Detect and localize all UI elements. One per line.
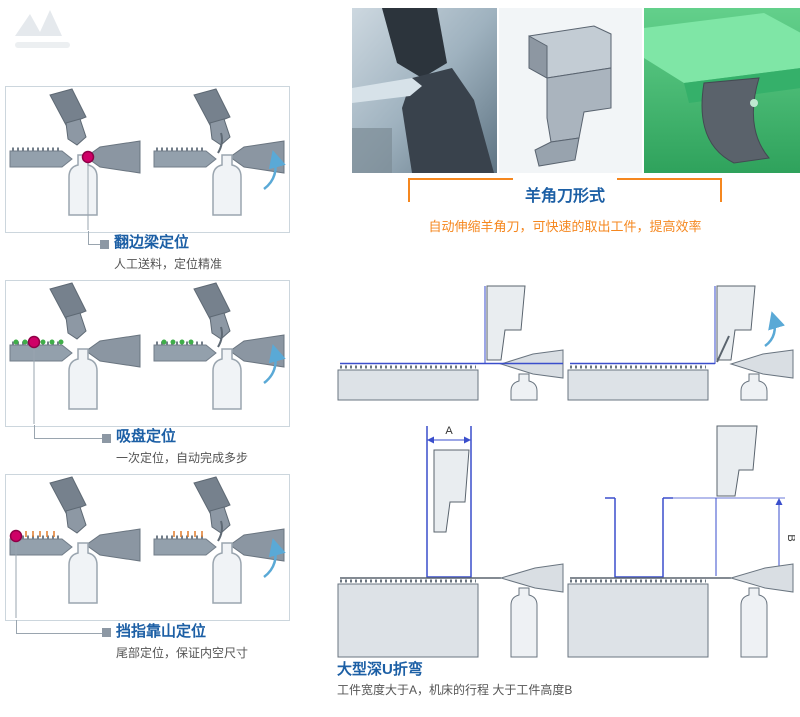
tool-cad-render <box>499 8 642 173</box>
punch-tool-photo-shape <box>382 8 447 78</box>
tool-form-description: 自动伸缩羊角刀，可快速的取出工件，提高效率 <box>428 219 702 234</box>
dimension-label-b: B <box>785 534 795 541</box>
section-title-2: 吸盘定位 <box>116 428 177 445</box>
die-shape <box>740 587 768 658</box>
die-shape <box>510 587 538 658</box>
gooseneck-punch <box>433 449 470 533</box>
section-desc-2: 一次定位，自动完成多步 <box>116 451 249 465</box>
finger-stop-diagram <box>8 475 286 618</box>
bend-direction-arrow <box>263 538 286 578</box>
tool-form-bracket: 羊角刀形式 <box>408 178 723 206</box>
bend-direction-arrow <box>263 344 286 384</box>
stop-finger-ticks <box>25 531 203 537</box>
part-3d-render <box>644 8 800 173</box>
logo-watermark <box>15 10 70 48</box>
position-marker-dot <box>27 335 41 349</box>
bracket-left-line <box>408 178 513 202</box>
section-title-3: 挡指靠山定位 <box>116 623 207 640</box>
connector-line-1 <box>88 231 103 245</box>
positioning-panel-2 <box>5 280 290 427</box>
section-title-1: 翻边梁定位 <box>114 234 190 251</box>
section-desc-1: 人工送料，定位精准 <box>114 257 223 271</box>
gooseneck-tool-shape <box>528 25 612 167</box>
bend-step-diagram-flat <box>337 285 564 401</box>
suction-cup-dots <box>13 339 194 345</box>
product-gallery <box>352 8 800 173</box>
die-shape <box>740 373 768 401</box>
bend-direction-arrow <box>263 150 286 190</box>
position-marker-dot <box>9 529 23 543</box>
gooseneck-punch <box>486 285 526 361</box>
die-shape <box>510 373 538 401</box>
positioning-panel-3 <box>5 474 290 621</box>
bend-step-diagram-bent <box>567 285 794 401</box>
deep-u-diagram-height: B <box>567 425 795 658</box>
flange-beam-diagram <box>8 87 286 230</box>
deep-u-desc: 工件宽度大于A，机床的行程 大于工件高度B <box>337 683 573 697</box>
bullet-square-3 <box>102 628 111 637</box>
position-marker-dot <box>81 150 95 164</box>
connector-line-3 <box>16 620 103 634</box>
bullet-square-2 <box>102 434 111 443</box>
bracket-right-line <box>617 178 723 202</box>
bullet-square-1 <box>100 240 109 249</box>
tool-form-title: 羊角刀形式 <box>525 188 606 205</box>
gooseneck-punch <box>716 425 758 497</box>
connector-line-2 <box>34 425 103 439</box>
dimension-label-a: A <box>445 425 453 437</box>
positioning-panel-1 <box>5 86 290 233</box>
suction-cup-diagram <box>8 281 286 424</box>
deep-u-diagram-width: A <box>337 425 564 658</box>
bent-sheet-tail <box>716 335 730 363</box>
section-desc-3: 尾部定位，保证内空尺寸 <box>116 646 249 660</box>
bend-direction-arrow <box>764 311 785 348</box>
press-brake-photo <box>352 8 497 173</box>
deep-u-title: 大型深U折弯 <box>337 661 423 678</box>
